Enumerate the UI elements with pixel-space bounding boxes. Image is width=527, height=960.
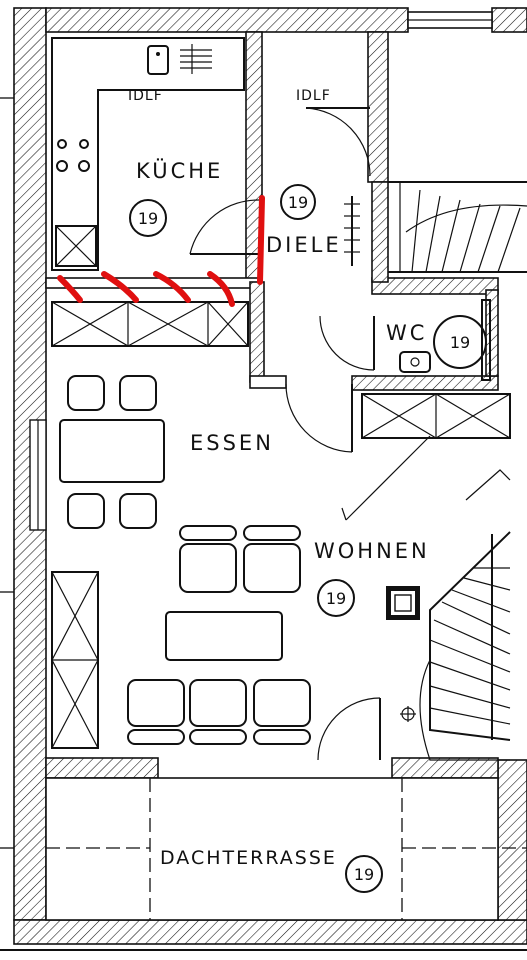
chimney-icon (386, 586, 420, 620)
diele-idlf-label: IDLF (296, 88, 331, 104)
wall-terrace-right (391, 757, 499, 779)
diele-living-door[interactable] (285, 383, 353, 453)
red-mark-wall (257, 195, 265, 285)
wall-diele-lower (249, 281, 265, 383)
interior-walls (45, 31, 499, 391)
drainboard-icon (180, 44, 212, 74)
sideboard-top (51, 301, 249, 347)
wall-terrace-left (45, 757, 159, 779)
chair (67, 375, 105, 411)
wall-wc-right (485, 289, 499, 377)
wall-wc-bottom (351, 375, 499, 391)
room-label-wohnen: WOHNEN 19 (314, 539, 430, 617)
kitchen-counter (51, 37, 245, 271)
red-mark (101, 271, 139, 303)
coat-rack-icon (344, 196, 360, 266)
red-mark (153, 271, 191, 303)
wc-label: WC (386, 321, 427, 345)
dining-table (59, 419, 165, 483)
kueche-label: KÜCHE (136, 158, 223, 183)
sink-icon (147, 45, 169, 75)
wall-top (45, 7, 409, 33)
room-label-kueche: KÜCHE 19 (129, 158, 223, 237)
wall-wc-top (371, 277, 499, 295)
coffee-table (165, 611, 283, 661)
direction-arrow (341, 435, 431, 521)
sink-drain-icon (156, 52, 160, 56)
room-label-diele: 19 DIELE (266, 184, 342, 257)
chair (119, 493, 157, 529)
dachterrasse-badge-text: 19 (354, 865, 374, 884)
red-mark (207, 271, 235, 307)
wall-right-terrace (497, 759, 527, 921)
chair (119, 375, 157, 411)
room-label-essen: ESSEN (190, 431, 274, 455)
dachterrasse-label: DACHTERRASSE (160, 847, 337, 869)
wohnen-badge-text: 19 (326, 589, 346, 608)
sideboard-wohnen (361, 393, 511, 439)
staircase-upper (388, 181, 527, 273)
wc-fixtures (319, 299, 491, 381)
wall-top-right (491, 7, 527, 33)
wall-right-upper (367, 31, 389, 183)
wc-sink-icon (399, 351, 431, 373)
diele-badge-text: 19 (288, 193, 308, 212)
diele-fixtures: IDLF (296, 88, 360, 266)
diele-badge (280, 184, 316, 220)
diele-label: DIELE (266, 233, 342, 257)
cabinet-left (51, 571, 99, 749)
staircase-lower (419, 469, 511, 761)
red-mark (57, 275, 83, 303)
wall-bottom (13, 919, 527, 945)
kueche-idlf-label: IDLF (128, 88, 163, 104)
toilet-icon (433, 315, 487, 369)
wohnen-badge (317, 579, 355, 617)
kueche-badge-text: 19 (138, 209, 158, 228)
terrace-door[interactable] (317, 697, 416, 761)
dachterrasse-badge (345, 855, 383, 893)
wc-badge-text: 19 (450, 333, 470, 352)
essen-label: ESSEN (190, 431, 274, 455)
chair (67, 493, 105, 529)
entry-door[interactable] (305, 107, 371, 177)
room-label-dachterrasse: DACHTERRASSE 19 (160, 847, 383, 893)
kitchen-fixtures: IDLF (51, 37, 245, 271)
red-markings (57, 195, 265, 307)
wall-kitchen-bottom (45, 277, 263, 289)
terrace (45, 777, 527, 921)
sofa-group (127, 525, 311, 745)
dining-set (59, 375, 165, 529)
kitchen-cabinet-icon (55, 225, 97, 267)
wohnen-label: WOHNEN (314, 539, 430, 563)
kueche-badge (129, 199, 167, 237)
stove-icon (56, 139, 90, 172)
room-label-wc: WC 19 (386, 321, 470, 352)
wall-wc-left (371, 181, 389, 283)
